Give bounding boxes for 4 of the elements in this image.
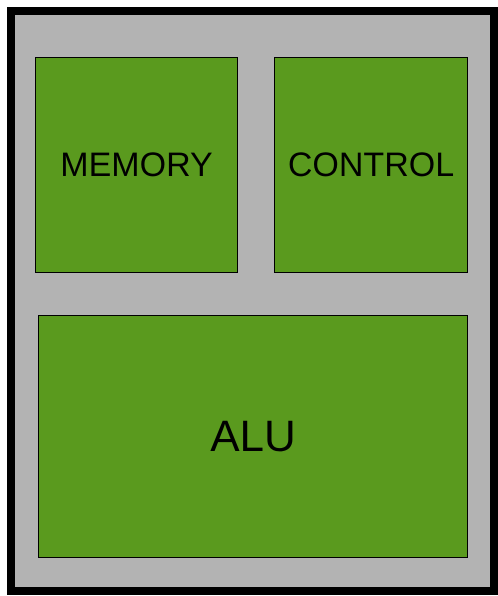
- memory-block: MEMORY: [35, 57, 238, 273]
- alu-block: ALU: [38, 315, 468, 558]
- chip-outline: [7, 7, 498, 595]
- control-block: CONTROL: [274, 57, 468, 273]
